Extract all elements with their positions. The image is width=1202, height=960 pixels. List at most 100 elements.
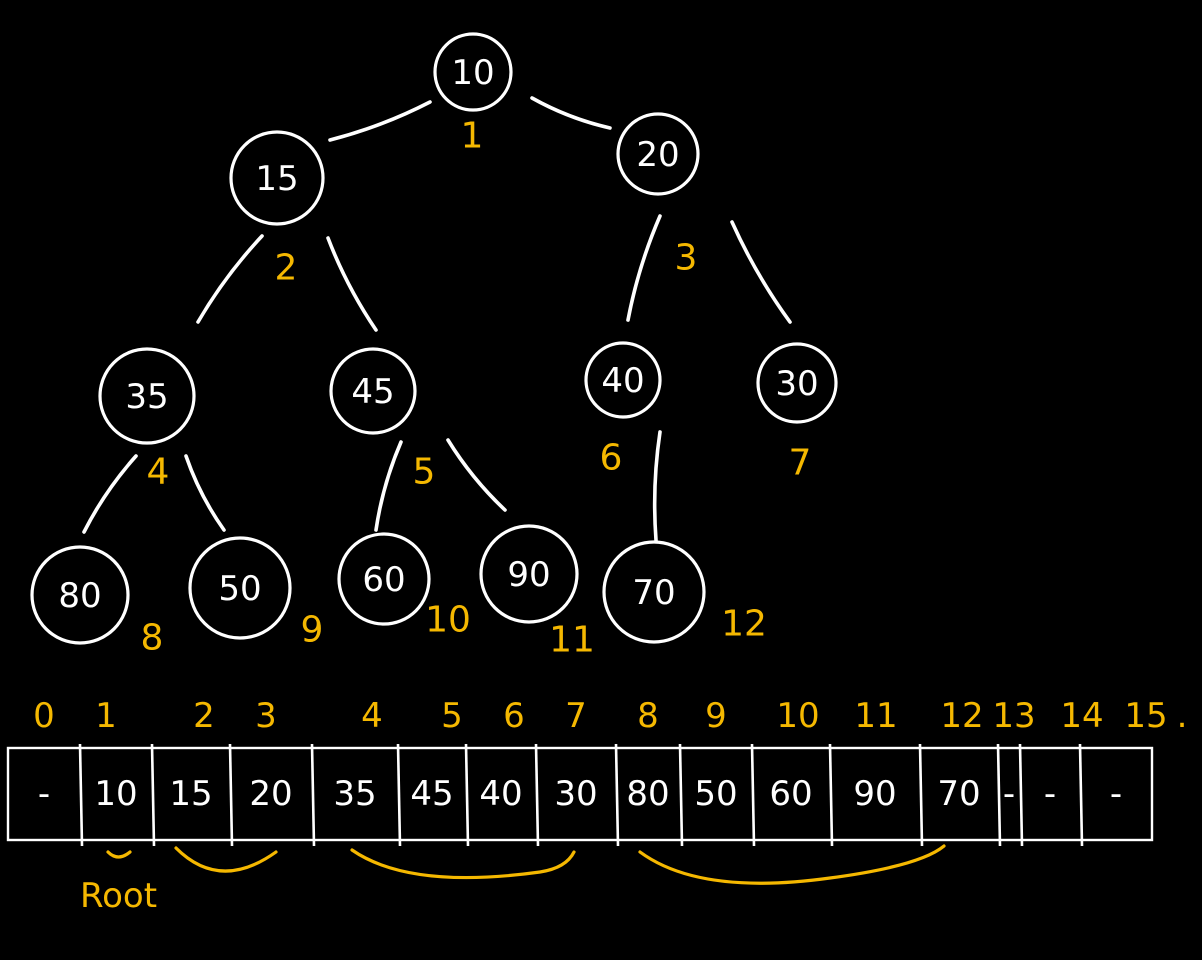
array-cell-1: 10 bbox=[94, 774, 137, 814]
node-circle bbox=[329, 347, 417, 435]
array-index-5: 5 bbox=[441, 696, 463, 736]
node-value: 90 bbox=[507, 555, 550, 595]
node-value: 30 bbox=[775, 364, 818, 404]
node-circle bbox=[188, 536, 292, 640]
array-index-16: . bbox=[1177, 696, 1188, 736]
tree-edge-7 bbox=[82, 454, 138, 534]
node-index-label: 5 bbox=[413, 452, 436, 493]
tree-node-7: 30 bbox=[756, 342, 838, 424]
node-value: 50 bbox=[218, 569, 261, 609]
child-bracket-3 bbox=[638, 844, 946, 885]
tree-node-8: 80 bbox=[30, 545, 130, 645]
array-index-11: 11 bbox=[854, 696, 897, 736]
child-bracket-2 bbox=[350, 848, 576, 880]
array-index-4: 4 bbox=[361, 696, 383, 736]
array-index-9: 9 bbox=[705, 696, 727, 736]
cell-divider bbox=[78, 743, 84, 847]
tree-edge-4 bbox=[326, 236, 378, 332]
node-index-label: 4 bbox=[147, 452, 170, 493]
root-label: Root bbox=[80, 876, 157, 916]
node-circle bbox=[98, 347, 196, 445]
cell-divider bbox=[464, 743, 470, 847]
node-circle bbox=[433, 32, 513, 112]
node-index-label: 7 bbox=[789, 443, 812, 484]
node-value: 40 bbox=[601, 361, 644, 401]
array-cell-9: 50 bbox=[694, 774, 737, 814]
array-index-6: 6 bbox=[503, 696, 525, 736]
array-cell-8: 80 bbox=[626, 774, 669, 814]
node-index-label: 1 bbox=[461, 116, 484, 157]
root-annotation: Root bbox=[80, 850, 157, 916]
array-cell-11: 90 bbox=[853, 774, 896, 814]
array-index-3: 3 bbox=[255, 696, 277, 736]
cell-divider bbox=[228, 743, 234, 847]
array-index-2: 2 bbox=[193, 696, 215, 736]
cell-divider bbox=[750, 743, 756, 847]
array-cell-12: 70 bbox=[937, 774, 980, 814]
tree-edges bbox=[82, 96, 792, 542]
node-value: 20 bbox=[636, 135, 679, 175]
array-index-0: 0 bbox=[33, 696, 55, 736]
cell-divider bbox=[996, 743, 1002, 847]
tree-node-11: 90 bbox=[479, 524, 579, 624]
array-index-1: 1 bbox=[95, 696, 117, 736]
array-index-7: 7 bbox=[565, 696, 587, 736]
tree-edge-9 bbox=[374, 440, 403, 532]
array-cell-2: 15 bbox=[169, 774, 212, 814]
node-value: 35 bbox=[125, 377, 168, 417]
cell-divider bbox=[534, 743, 540, 847]
node-value: 60 bbox=[362, 560, 405, 600]
node-index-label: 9 bbox=[301, 610, 324, 651]
cell-divider bbox=[678, 743, 684, 847]
node-index-label: 8 bbox=[141, 618, 164, 659]
cell-divider bbox=[396, 743, 402, 847]
node-value: 15 bbox=[255, 159, 298, 199]
cell-divider bbox=[614, 743, 620, 847]
array-index-10: 10 bbox=[776, 696, 819, 736]
node-circle bbox=[30, 545, 130, 645]
node-value: 10 bbox=[451, 53, 494, 93]
cell-divider bbox=[310, 743, 316, 847]
tree-node-9: 50 bbox=[188, 536, 292, 640]
tree-node-1: 10 bbox=[433, 32, 513, 112]
node-index-label: 10 bbox=[425, 600, 471, 641]
tree-node-5: 45 bbox=[329, 347, 417, 435]
tree-node-4: 35 bbox=[98, 347, 196, 445]
tree-node-12: 70 bbox=[602, 540, 706, 644]
node-circle bbox=[616, 112, 700, 196]
cell-divider bbox=[828, 743, 834, 847]
tree-edge-10 bbox=[446, 438, 507, 512]
node-value: 45 bbox=[351, 372, 394, 412]
node-circle bbox=[229, 130, 325, 226]
node-value: 80 bbox=[58, 576, 101, 616]
node-value: 70 bbox=[632, 573, 675, 613]
tree-edge-5 bbox=[626, 214, 662, 322]
node-circle bbox=[756, 342, 838, 424]
child-brackets bbox=[174, 844, 946, 885]
cell-divider bbox=[918, 743, 924, 847]
tree-edge-2 bbox=[530, 96, 612, 130]
node-index-label: 6 bbox=[600, 438, 623, 479]
array-cell-10: 60 bbox=[769, 774, 812, 814]
root-pointer-mark bbox=[106, 850, 132, 859]
tree-edge-6 bbox=[730, 220, 792, 324]
array-cell-3: 20 bbox=[249, 774, 292, 814]
array-cell-0: - bbox=[38, 774, 50, 814]
cell-divider bbox=[1018, 743, 1024, 847]
array-cell-5: 45 bbox=[410, 774, 453, 814]
node-circle bbox=[602, 540, 706, 644]
node-circle bbox=[479, 524, 579, 624]
array-index-14: 14 bbox=[1060, 696, 1103, 736]
array-cell-4: 35 bbox=[333, 774, 376, 814]
tree-node-6: 40 bbox=[584, 341, 662, 419]
tree-edge-11 bbox=[652, 430, 662, 542]
cell-divider bbox=[150, 743, 156, 847]
array-cell-7: 30 bbox=[554, 774, 597, 814]
array-index-13: 13 bbox=[992, 696, 1035, 736]
tree-node-2: 15 bbox=[229, 130, 325, 226]
node-circle bbox=[584, 341, 662, 419]
cell-divider bbox=[1078, 743, 1084, 847]
